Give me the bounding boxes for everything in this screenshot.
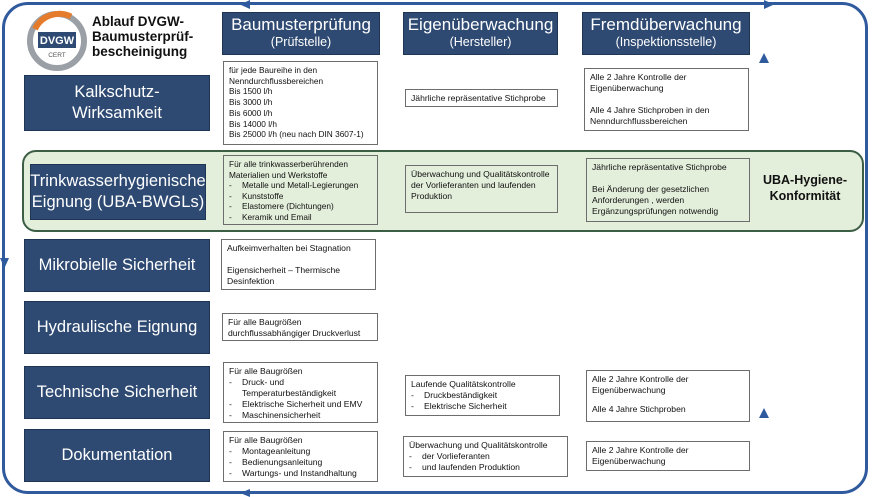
cell-text: Jährliche repräsentative Stichprobe bbox=[592, 162, 727, 172]
row-header-technische-sicherheit: Technische Sicherheit bbox=[24, 366, 210, 419]
page-title: Ablauf DVGW-Baumusterprüf-bescheinigung bbox=[92, 14, 194, 59]
column-subtitle: (Inspektionsstelle) bbox=[615, 35, 717, 49]
cell-line: Bis 25000 l/h (neu nach DIN 3607-1) bbox=[229, 129, 364, 140]
cell-kalkschutz-eigenueberwachung: Jährliche repräsentative Stichprobe bbox=[405, 89, 558, 107]
cell-technische-eigenueberwachung: Laufende Qualitätskontrolle Druckbeständ… bbox=[405, 375, 560, 416]
cell-hydraulische-baumusterpruefung: Für alle Baugrößen durchflussabhängiger … bbox=[222, 313, 378, 341]
list-item: Montageanleitung bbox=[229, 446, 372, 457]
list-item: und laufenden Produktion bbox=[409, 462, 562, 473]
cell-text: Bei Änderung der gesetzlichen Anforderun… bbox=[592, 184, 719, 216]
column-title: Fremdüberwachung bbox=[590, 15, 742, 34]
arrow-right-up-lower-icon bbox=[759, 408, 769, 418]
list-item: Elektrische Sicherheit bbox=[411, 401, 554, 412]
arrow-left-down-icon bbox=[0, 258, 9, 268]
list-item: Elastomere (Dichtungen) bbox=[229, 201, 372, 212]
svg-text:DVGW: DVGW bbox=[40, 35, 75, 47]
cell-text: Alle 2 Jahre Kontrolle der Eigenüberwach… bbox=[592, 445, 689, 466]
cell-line: Bis 3000 l/h bbox=[229, 97, 273, 108]
cell-text: Aufkeimverhalten bei Stagnation bbox=[227, 243, 351, 253]
row-header-mikrobielle-sicherheit: Mikrobielle Sicherheit bbox=[24, 239, 210, 292]
list-item: Wartungs- und Instandhaltung bbox=[229, 468, 372, 479]
cell-text: Alle 4 Jahre Stichproben bbox=[592, 404, 686, 414]
list-item: Maschinensicherheit bbox=[229, 410, 372, 421]
cell-text: Alle 2 Jahre Kontrolle der Eigenüberwach… bbox=[590, 72, 687, 93]
dvgw-cert-icon: DVGW CERT bbox=[27, 10, 87, 71]
list-item: Metalle und Metall-Legierungen bbox=[229, 180, 372, 191]
cell-lead: für jede Baureihe in den Nenndurchflussb… bbox=[229, 65, 324, 86]
arrow-bottom-icon bbox=[240, 489, 250, 497]
cell-mikrobielle-baumusterpruefung: Aufkeimverhalten bei Stagnation Eigensic… bbox=[221, 239, 376, 290]
cell-lead: Überwachung und Qualitätskontrolle bbox=[409, 440, 548, 450]
cell-lead: Für alle Baugrößen bbox=[229, 435, 303, 445]
cell-technische-fremdueberwachung: Alle 2 Jahre Kontrolle der Eigenüberwach… bbox=[586, 370, 750, 422]
list-item: Elektrische Sicherheit und EMV bbox=[229, 399, 372, 410]
column-header-fremdueberwachung: Fremdüberwachung (Inspektionsstelle) bbox=[582, 12, 750, 55]
column-header-eigenueberwachung: Eigenüberwachung (Hersteller) bbox=[403, 12, 558, 55]
arrow-top-right-icon bbox=[764, 0, 774, 9]
column-header-baumusterpruefung: Baumusterprüfung (Prüfstelle) bbox=[222, 12, 380, 55]
svg-text:CERT: CERT bbox=[48, 52, 66, 59]
cell-line: Bis 6000 l/h bbox=[229, 107, 273, 118]
list-item: der Vorlieferanten bbox=[409, 451, 562, 462]
cell-lead: Für alle Baugrößen bbox=[229, 366, 303, 376]
column-title: Baumusterprüfung bbox=[231, 15, 371, 34]
list-item: Keramik und Email bbox=[229, 212, 372, 223]
cell-text: Jährliche repräsentative Stichprobe bbox=[411, 93, 546, 103]
cell-technische-baumusterpruefung: Für alle Baugrößen Druck- und Temperatur… bbox=[223, 362, 378, 423]
column-subtitle: (Hersteller) bbox=[449, 35, 512, 49]
uba-hygiene-label: UBA-Hygiene-Konformität bbox=[762, 173, 848, 203]
cell-line: Bis 1500 l/h bbox=[229, 86, 273, 97]
list-item: Bedienungsanleitung bbox=[229, 457, 372, 468]
cell-dokumentation-eigenueberwachung: Überwachung und Qualitätskontrolle der V… bbox=[403, 436, 568, 477]
row-header-dokumentation: Dokumentation bbox=[24, 429, 210, 482]
cell-kalkschutz-fremdueberwachung: Alle 2 Jahre Kontrolle der Eigenüberwach… bbox=[584, 68, 749, 131]
arrow-right-up-icon bbox=[759, 53, 769, 63]
cell-dokumentation-baumusterpruefung: Für alle Baugrößen Montageanleitung Bedi… bbox=[223, 431, 378, 482]
list-item: Druck- und Temperaturbeständigkeit bbox=[229, 377, 372, 399]
cell-text: Überwachung und Qualitätskontrolle der V… bbox=[411, 169, 550, 201]
cell-trinkwasser-baumusterpruefung: Für alle trinkwasserberührenden Material… bbox=[223, 155, 378, 225]
list-item: Kunststoffe bbox=[229, 191, 372, 202]
row-header-hydraulische-eignung: Hydraulische Eignung bbox=[24, 301, 210, 354]
row-header-trinkwasserhygiene: Trinkwasserhygienische Eignung (UBA-BWGL… bbox=[30, 164, 206, 220]
cell-text: Alle 4 Jahre Stichproben in den Nenndurc… bbox=[590, 105, 710, 126]
list-item: Druckbeständigkeit bbox=[411, 390, 554, 401]
cell-kalkschutz-baumusterpruefung: für jede Baureihe in den Nenndurchflussb… bbox=[223, 61, 378, 145]
cell-lead: Laufende Qualitätskontrolle bbox=[411, 379, 516, 389]
column-subtitle: (Prüfstelle) bbox=[270, 35, 332, 49]
cell-text: Für alle Baugrößen durchflussabhängiger … bbox=[228, 317, 361, 338]
cell-line: Bis 14000 l/h bbox=[229, 118, 277, 129]
cell-trinkwasser-eigenueberwachung: Überwachung und Qualitätskontrolle der V… bbox=[405, 165, 558, 213]
row-header-kalkschutz: Kalkschutz-Wirksamkeit bbox=[24, 75, 210, 131]
cell-lead: Für alle trinkwasserberührenden Material… bbox=[229, 159, 348, 180]
dvgw-logo: DVGW CERT bbox=[26, 10, 88, 72]
cell-text: Eigensicherheit – Thermische Desinfektio… bbox=[227, 265, 341, 286]
arrow-top-left-icon bbox=[240, 0, 250, 9]
cell-trinkwasser-fremdueberwachung: Jährliche repräsentative Stichprobe Bei … bbox=[586, 158, 750, 222]
cell-dokumentation-fremdueberwachung: Alle 2 Jahre Kontrolle der Eigenüberwach… bbox=[586, 441, 750, 471]
cell-text: Alle 2 Jahre Kontrolle der Eigenüberwach… bbox=[592, 374, 689, 395]
column-title: Eigenüberwachung bbox=[407, 15, 554, 34]
